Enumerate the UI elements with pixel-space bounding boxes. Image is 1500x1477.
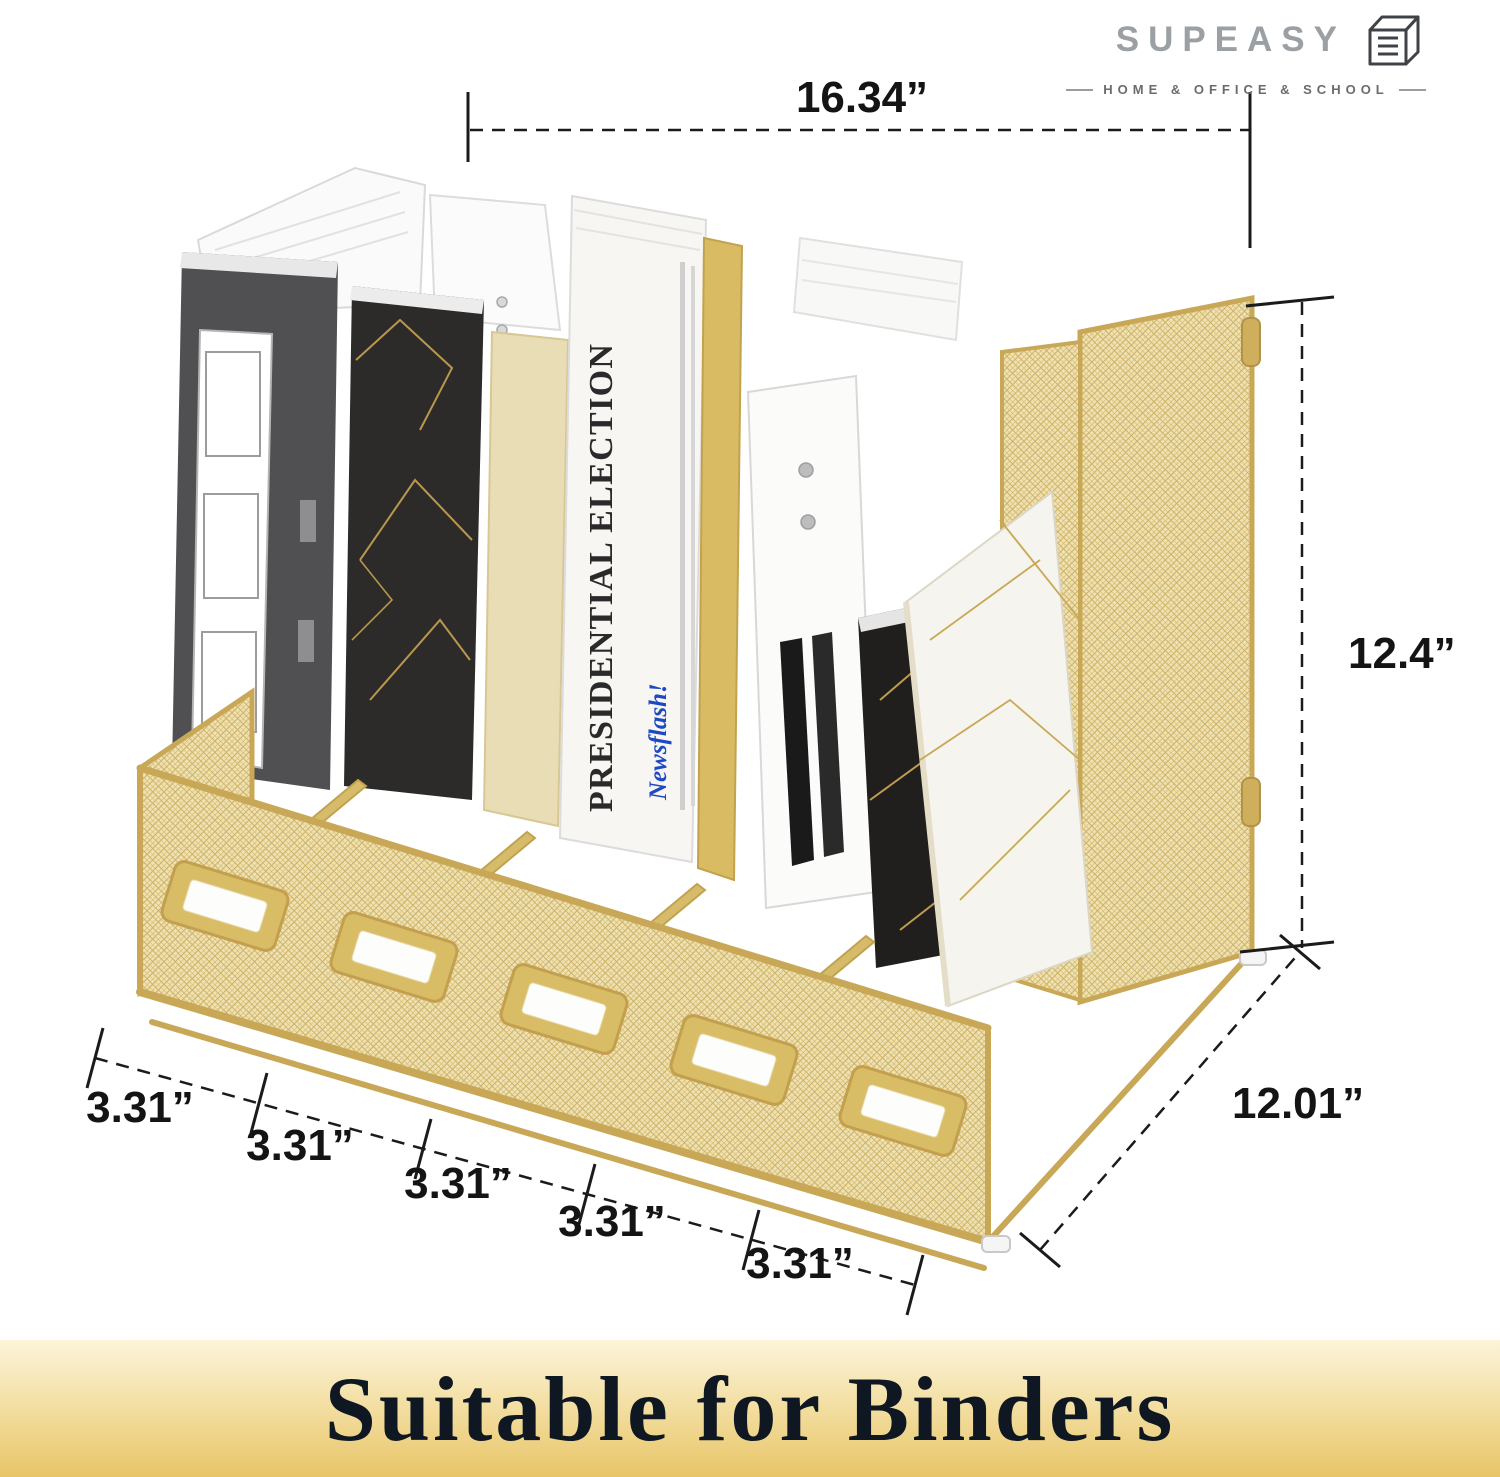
brand-tagline: HOME & OFFICE & SCHOOL xyxy=(1103,82,1389,97)
binder-clip xyxy=(812,632,844,857)
cream-folder xyxy=(482,330,570,828)
dimension-width: 16.34” xyxy=(466,73,1252,248)
dimension-depth: 12.01” xyxy=(1019,933,1364,1269)
brand-logo: SUPEASY HOME & OFFICE & SCHOOL xyxy=(1066,10,1426,97)
label-holder xyxy=(329,911,459,1003)
banner-title: Suitable for Binders xyxy=(324,1357,1176,1460)
label-holder xyxy=(838,1065,968,1157)
hinge-clip xyxy=(1241,317,1261,367)
gray-binder xyxy=(172,252,338,790)
right-mesh-panel xyxy=(1077,294,1261,1006)
envelope-folder xyxy=(746,374,878,910)
bottom-banner: Suitable for Binders xyxy=(0,1340,1500,1477)
desk-organizer-product: PRESIDENTIAL ELECTION Newsflash! xyxy=(136,166,1267,1271)
binder-pages-right xyxy=(792,236,964,342)
brand-cube-icon xyxy=(1368,15,1420,66)
newspaper: PRESIDENTIAL ELECTION Newsflash! xyxy=(558,194,708,864)
label-holder xyxy=(160,860,290,952)
binder-clip xyxy=(780,638,814,866)
depth-label: 12.01” xyxy=(1232,1079,1364,1128)
label-holder xyxy=(669,1014,799,1106)
slot-label-3: 3.31” xyxy=(404,1159,512,1208)
lower-leg-rail xyxy=(149,1019,987,1271)
front-rim-rail xyxy=(136,764,992,1032)
dimension-height: 12.4” xyxy=(1239,295,1456,954)
feet xyxy=(981,949,1267,1253)
white-gold-notebook xyxy=(903,490,1094,1008)
slot-label-2: 3.31” xyxy=(246,1121,354,1170)
black-gold-binder xyxy=(344,286,484,800)
gold-folder-spine xyxy=(696,236,744,882)
bottom-front-rail xyxy=(136,988,992,1246)
width-label: 16.34” xyxy=(796,73,928,122)
height-label: 12.4” xyxy=(1348,629,1456,678)
newspaper-masthead-text: Newsflash! xyxy=(645,683,672,801)
label-holder xyxy=(499,963,629,1055)
newspaper-headline-text: PRESIDENTIAL ELECTION xyxy=(583,342,620,812)
slot-label-1: 3.31” xyxy=(86,1083,194,1132)
tagline-rule-left xyxy=(1066,88,1094,91)
slot-label-4: 3.31” xyxy=(558,1197,666,1246)
label-holders xyxy=(160,860,968,1157)
brand-tagline-row: HOME & OFFICE & SCHOOL xyxy=(1066,82,1426,97)
bottom-side-rail xyxy=(985,949,1255,1245)
scene-canvas: PRESIDENTIAL ELECTION Newsflash! xyxy=(85,73,1456,1316)
divider-top-slats xyxy=(308,778,876,984)
brand-name: SUPEASY xyxy=(1115,20,1346,59)
hinge-clip xyxy=(1241,777,1261,827)
brand-row: SUPEASY xyxy=(1066,10,1426,70)
slot-label-5: 3.31” xyxy=(746,1239,854,1288)
dimension-slots: 3.31” 3.31” 3.31” 3.31” 3.31” xyxy=(85,1027,925,1316)
tagline-rule-right xyxy=(1398,88,1426,91)
